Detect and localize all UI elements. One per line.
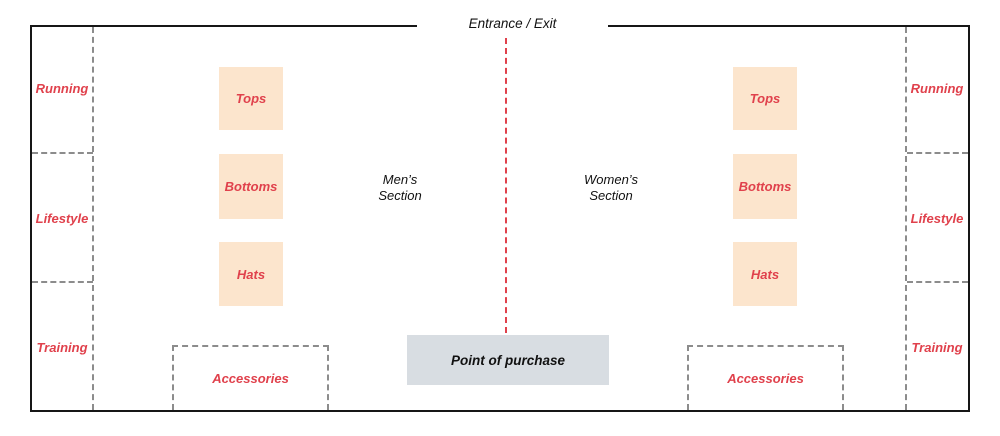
point-of-purchase-label: Point of purchase bbox=[450, 352, 565, 368]
left-zone-divider-1 bbox=[32, 152, 93, 154]
right-zone-divider-2 bbox=[907, 281, 968, 283]
entrance-divider-line bbox=[505, 38, 507, 333]
mens-section-line1: Men’s bbox=[382, 172, 418, 187]
womens-section-line2: Section bbox=[589, 188, 633, 203]
entrance-exit-text: Entrance / Exit bbox=[468, 15, 557, 31]
right-wall-aisle-line bbox=[905, 27, 907, 410]
fixture-right-bottoms: Bottoms bbox=[733, 154, 797, 219]
accessories-left-label: Accessories bbox=[212, 371, 289, 386]
accessories-right-zone: Accessories bbox=[687, 345, 844, 410]
zone-label-left-lifestyle: Lifestyle bbox=[35, 210, 89, 226]
zone-label-right-lifestyle: Lifestyle bbox=[910, 210, 964, 226]
fixture-left-hats: Hats bbox=[219, 242, 283, 306]
point-of-purchase-counter: Point of purchase bbox=[407, 335, 609, 385]
fixture-right-hats: Hats bbox=[733, 242, 797, 306]
left-zone-divider-2 bbox=[32, 281, 93, 283]
left-wall-aisle-line bbox=[92, 27, 94, 410]
fixture-left-bottoms: Bottoms bbox=[219, 154, 283, 219]
zone-label-left-running: Running bbox=[35, 80, 89, 96]
mens-section-label: Men’s Section bbox=[345, 172, 455, 204]
accessories-left-zone: Accessories bbox=[172, 345, 329, 410]
zone-label-right-running: Running bbox=[910, 80, 964, 96]
zone-label-left-training: Training bbox=[36, 339, 88, 355]
womens-section-line1: Women’s bbox=[584, 172, 638, 187]
mens-section-line2: Section bbox=[378, 188, 422, 203]
womens-section-label: Women’s Section bbox=[556, 172, 666, 204]
zone-label-right-training: Training bbox=[911, 339, 963, 355]
fixture-right-tops: Tops bbox=[733, 67, 797, 130]
entrance-exit-label: Entrance / Exit bbox=[417, 13, 608, 33]
fixture-left-tops: Tops bbox=[219, 67, 283, 130]
right-zone-divider-1 bbox=[907, 152, 968, 154]
accessories-right-label: Accessories bbox=[727, 371, 804, 386]
